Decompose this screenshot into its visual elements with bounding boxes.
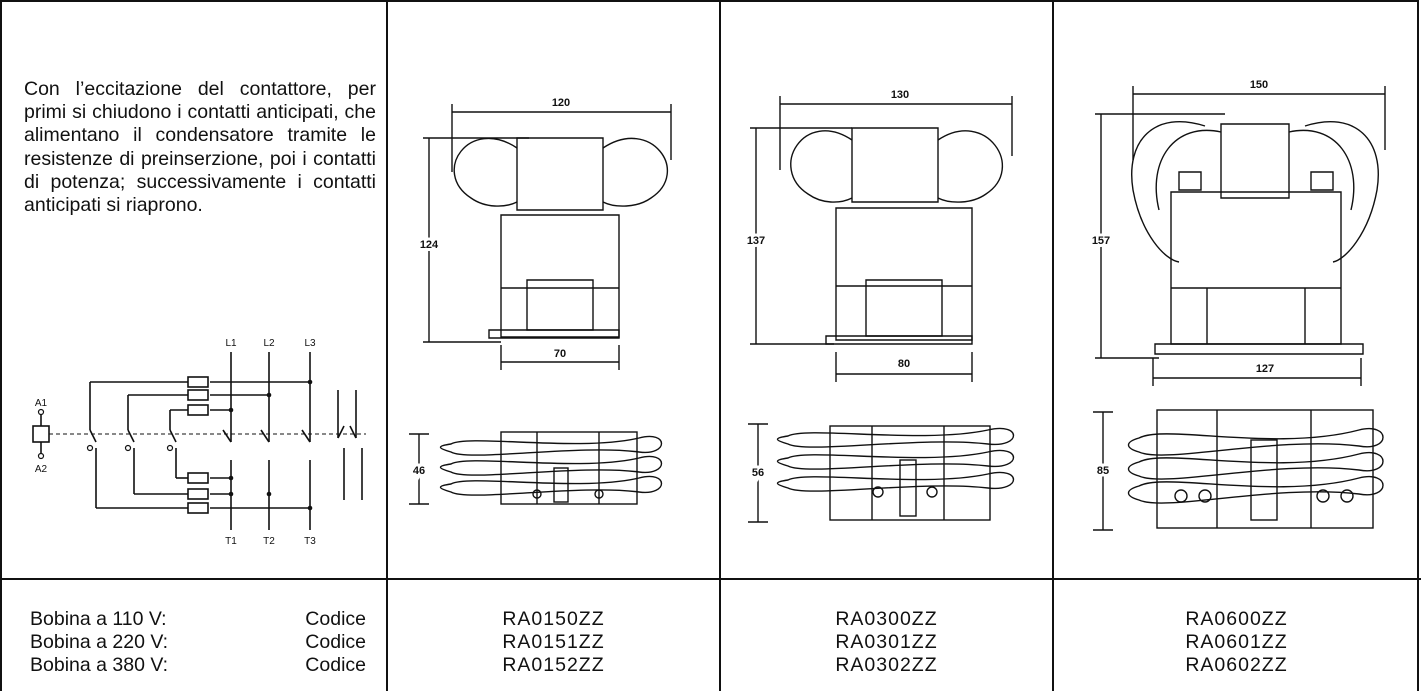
model-2-codes: RA0300ZZ RA0301ZZ RA0302ZZ xyxy=(721,608,1052,677)
label-A2: A2 xyxy=(35,464,48,475)
model-2-drawing: 130 137 80 56 xyxy=(744,89,1015,523)
model-2-base: 80 xyxy=(898,358,910,370)
model-1-base: 70 xyxy=(554,348,566,360)
model-3-width: 150 xyxy=(1250,79,1268,91)
label-T1: T1 xyxy=(225,536,237,547)
product-code: RA0150ZZ xyxy=(502,608,605,630)
model-1-width: 120 xyxy=(552,97,570,109)
product-code: RA0152ZZ xyxy=(502,654,605,676)
coil-voltage-label: Bobina a 110 V: xyxy=(30,608,167,630)
code-label: Codice xyxy=(305,631,366,653)
model-1-codes: RA0150ZZ RA0151ZZ RA0152ZZ xyxy=(388,608,719,677)
product-code: RA0601ZZ xyxy=(1185,631,1288,653)
model-1-depth: 46 xyxy=(413,465,425,477)
label-L1: L1 xyxy=(225,338,237,349)
product-code: RA0301ZZ xyxy=(835,631,938,653)
model-3-depth: 85 xyxy=(1097,465,1109,477)
code-label: Codice xyxy=(305,608,366,630)
row-divider xyxy=(0,578,1421,580)
coil-voltage-label: Bobina a 220 V: xyxy=(30,631,169,653)
label-L2: L2 xyxy=(263,338,275,349)
product-code: RA0300ZZ xyxy=(835,608,938,630)
code-label: Codice xyxy=(305,654,366,676)
coil-voltage-label: Bobina a 380 V: xyxy=(30,654,169,676)
model-1-drawing: 120 124 70 46 xyxy=(409,97,672,505)
label-T3: T3 xyxy=(304,536,316,547)
operation-description: Con l’eccitazione del contattore, per pr… xyxy=(24,78,376,217)
model-3-drawing: 150 157 127 85 xyxy=(1089,79,1386,531)
model-2-height: 137 xyxy=(747,235,765,247)
column-divider-3 xyxy=(1052,0,1054,691)
model-3-codes: RA0600ZZ RA0601ZZ RA0602ZZ xyxy=(1054,608,1419,677)
label-A1: A1 xyxy=(35,398,48,409)
wiring-schematic: L1 L2 L3 T1 T2 T3 A1 A2 xyxy=(32,338,366,547)
column-divider-2 xyxy=(719,0,721,691)
model-3-height: 157 xyxy=(1092,235,1110,247)
coil-voltage-list: Bobina a 110 V: Codice Bobina a 220 V: C… xyxy=(30,608,366,677)
product-code: RA0602ZZ xyxy=(1185,654,1288,676)
coil-row: Bobina a 110 V: Codice xyxy=(30,608,366,631)
product-code: RA0302ZZ xyxy=(835,654,938,676)
model-3-base: 127 xyxy=(1256,363,1274,375)
model-2-width: 130 xyxy=(891,89,909,101)
coil-row: Bobina a 380 V: Codice xyxy=(30,654,366,677)
model-2-depth: 56 xyxy=(752,467,764,479)
model-1-height: 124 xyxy=(420,239,439,251)
coil-row: Bobina a 220 V: Codice xyxy=(30,631,366,654)
product-code: RA0151ZZ xyxy=(502,631,605,653)
label-L3: L3 xyxy=(304,338,316,349)
column-divider-1 xyxy=(386,0,388,691)
label-T2: T2 xyxy=(263,536,275,547)
product-code: RA0600ZZ xyxy=(1185,608,1288,630)
